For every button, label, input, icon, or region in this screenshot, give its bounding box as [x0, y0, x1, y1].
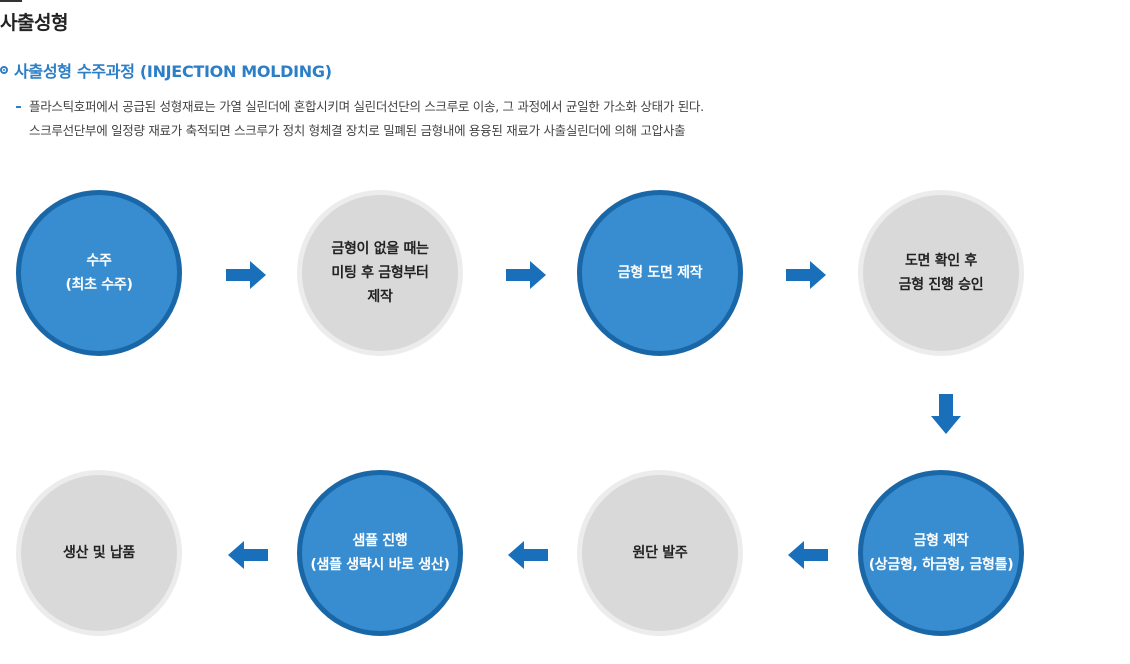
step-label: (최초 수주): [65, 277, 133, 293]
arrow-down-icon: [931, 394, 961, 434]
step-sample: 샘플 진행 (샘플 생략시 바로 생산): [297, 470, 463, 636]
section-heading: 사출성형 수주과정 (INJECTION MOLDING): [0, 58, 332, 82]
step-label: 제작: [367, 289, 393, 305]
arrow-left-icon: [508, 541, 548, 569]
dash-bullet-icon: [16, 106, 21, 108]
step-label: 수주: [86, 253, 112, 269]
step-label: 금형 도면 제작: [617, 265, 703, 281]
arrow-right-icon: [226, 261, 266, 289]
step-mold-drawing: 금형 도면 제작: [577, 190, 743, 356]
step-label: 금형 진행 승인: [898, 277, 984, 293]
step-label: (상금형, 하금형, 금형틀): [868, 557, 1014, 573]
step-label: 금형이 없을 때는: [331, 241, 429, 257]
description-line: 플라스틱호퍼에서 공급된 성형재료는 가열 실린더에 혼합시키며 실린더선단의 …: [29, 99, 704, 114]
step-mold-making: 금형 제작 (상금형, 하금형, 금형틀): [858, 470, 1024, 636]
step-material-order: 원단 발주: [577, 470, 743, 636]
step-label: 생산 및 납품: [62, 545, 136, 561]
arrow-left-icon: [228, 541, 268, 569]
top-rule: [0, 0, 22, 2]
arrow-right-icon: [506, 261, 546, 289]
step-order: 수주 (최초 수주): [16, 190, 182, 356]
section-title: 사출성형 수주과정 (INJECTION MOLDING): [14, 62, 332, 81]
step-approval: 도면 확인 후 금형 진행 승인: [858, 190, 1024, 356]
section-description: 플라스틱호퍼에서 공급된 성형재료는 가열 실린더에 혼합시키며 실린더선단의 …: [16, 95, 704, 143]
arrow-right-icon: [786, 261, 826, 289]
step-label: 금형 제작: [913, 533, 969, 549]
step-meeting: 금형이 없을 때는 미팅 후 금형부터 제작: [297, 190, 463, 356]
arrow-left-icon: [788, 541, 828, 569]
step-label: 미팅 후 금형부터: [331, 265, 429, 281]
step-label: (샘플 생략시 바로 생산): [310, 557, 450, 573]
step-label: 원단 발주: [632, 545, 688, 561]
page-title: 사출성형: [0, 12, 68, 34]
step-label: 샘플 진행: [352, 533, 408, 549]
description-line: 스크루선단부에 일정량 재료가 축적되면 스크루가 정치 형체결 장치로 밀폐된…: [29, 123, 686, 138]
circle-bullet-icon: [0, 66, 8, 74]
step-label: 도면 확인 후: [904, 253, 978, 269]
step-production: 생산 및 납품: [16, 470, 182, 636]
